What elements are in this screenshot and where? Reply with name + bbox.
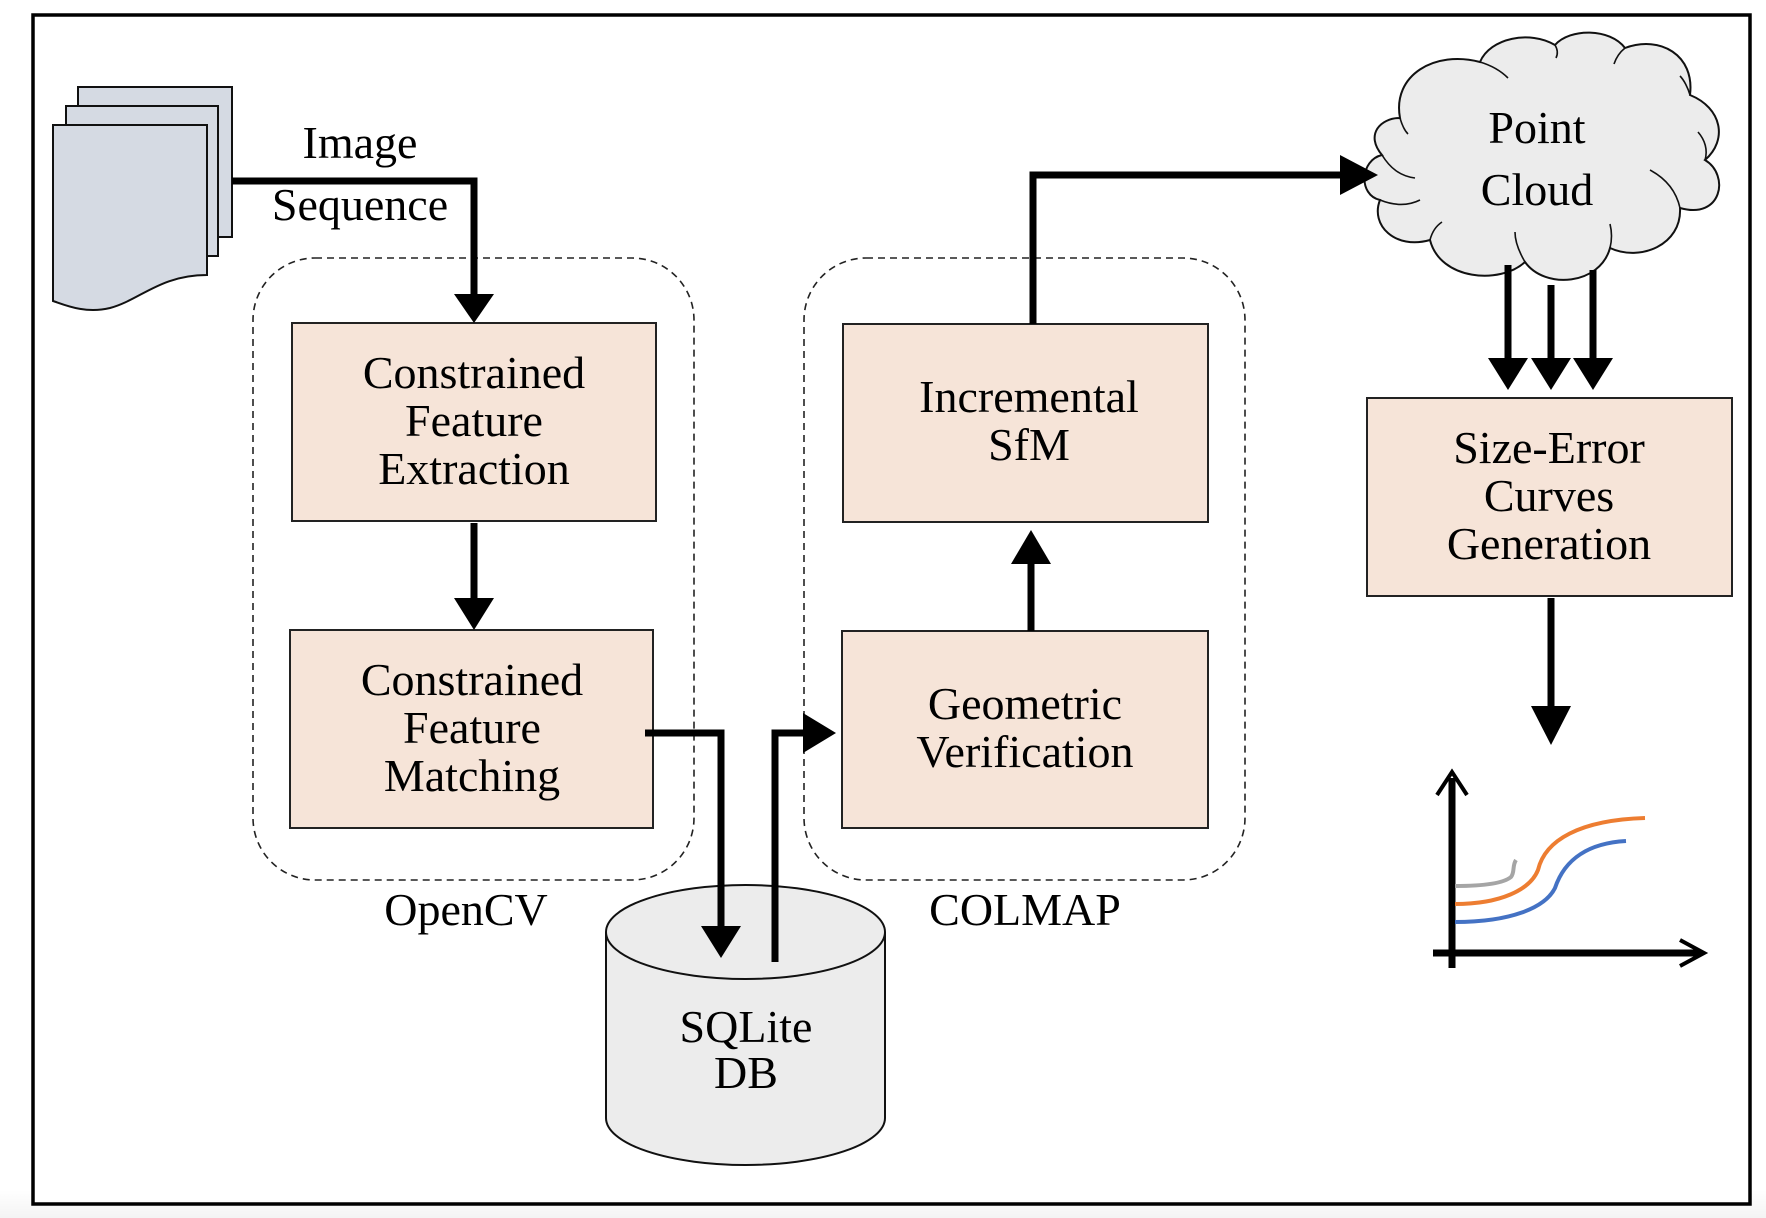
point-cloud-line1: Point xyxy=(1488,102,1585,153)
feature-matching-line3: Matching xyxy=(384,750,560,801)
image-sequence-label-line2: Sequence xyxy=(272,179,448,230)
incremental-sfm-node[interactable]: Incremental SfM xyxy=(842,323,1209,523)
edge-curves-to-chart xyxy=(1531,598,1571,745)
edge-sfm-to-cloud xyxy=(1029,155,1378,324)
stacked-pages-icon xyxy=(52,86,233,311)
image-sequence-label-line1: Image xyxy=(303,117,418,168)
sqlite-db-line2: DB xyxy=(714,1047,778,1098)
edge-matching-to-db xyxy=(645,729,741,958)
size-error-line2: Curves xyxy=(1484,470,1614,521)
feature-extraction-line1: Constrained xyxy=(363,347,585,398)
curve-orange xyxy=(1454,816,1646,906)
feature-extraction-line2: Feature xyxy=(405,395,543,446)
feature-extraction-line3: Extraction xyxy=(378,443,570,494)
curve-blue xyxy=(1454,839,1627,924)
colmap-group xyxy=(803,257,1246,881)
line-chart-icon xyxy=(1433,768,1709,968)
geometric-verification-line2: Verification xyxy=(916,726,1133,777)
colmap-group-label: COLMAP xyxy=(929,884,1121,935)
feature-extraction-node[interactable]: Constrained Feature Extraction xyxy=(291,322,657,522)
incremental-sfm-line2: SfM xyxy=(988,419,1070,470)
incremental-sfm-line1: Incremental xyxy=(919,371,1139,422)
edge-extraction-to-matching xyxy=(454,523,494,630)
curve-gray xyxy=(1454,858,1518,888)
size-error-line1: Size-Error xyxy=(1453,422,1645,473)
feature-matching-line1: Constrained xyxy=(361,654,583,705)
sqlite-db-line1: SQLite xyxy=(680,1001,813,1052)
point-cloud-node[interactable]: Point Cloud xyxy=(1363,31,1721,281)
geometric-verification-line1: Geometric xyxy=(928,678,1122,729)
opencv-group-label: OpenCV xyxy=(384,884,548,935)
geometric-verification-node[interactable]: Geometric Verification xyxy=(841,630,1209,829)
feature-matching-node[interactable]: Constrained Feature Matching xyxy=(289,629,654,829)
sqlite-db-node[interactable]: SQLite DB xyxy=(605,884,886,1166)
size-error-curves-node[interactable]: Size-Error Curves Generation xyxy=(1366,397,1733,597)
edge-verification-to-sfm xyxy=(1011,530,1051,631)
edge-cloud-to-curves xyxy=(1488,265,1613,390)
edge-db-to-verification xyxy=(771,713,836,962)
feature-matching-line2: Feature xyxy=(403,702,541,753)
point-cloud-line2: Cloud xyxy=(1481,164,1593,215)
edge-input-to-extraction xyxy=(232,177,494,323)
size-error-line3: Generation xyxy=(1447,518,1651,569)
